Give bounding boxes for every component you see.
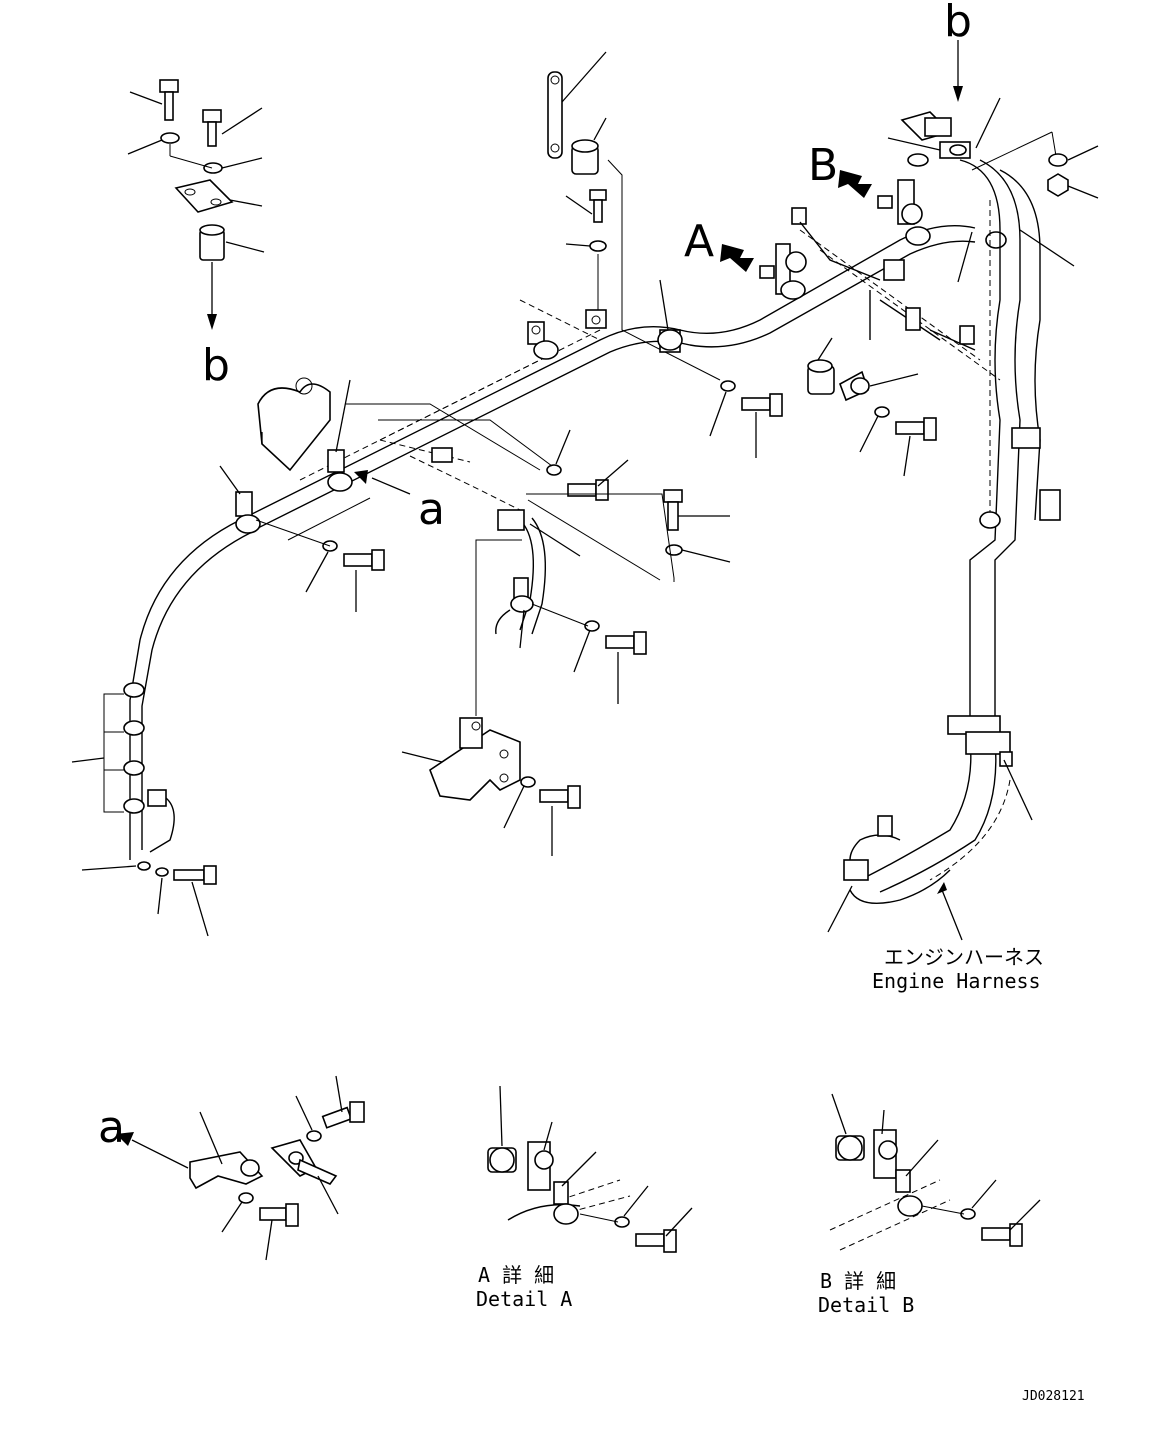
label-a-mid: a [418,484,445,535]
bracket-group-top-left [127,79,265,330]
right-harness [827,159,1061,941]
main-harness-upper [239,179,1001,533]
drawing-code: JD028121 [1022,1389,1085,1404]
detail-b-jp: B 詳 細 [820,1269,896,1293]
engine-harness-jp: エンジンハーネス [884,945,1044,969]
label-a-bottom: a [98,1102,125,1153]
label-A: A [684,216,714,267]
detail-a-en: Detail A [476,1287,572,1311]
arrow-a-marker [720,244,754,272]
engine-harness-en: Engine Harness [872,969,1041,993]
detail-b-view [829,1093,1041,1251]
parts-top-center [547,51,721,381]
label-B: B [808,140,838,191]
mid-parts [255,337,937,856]
label-b-top: b [944,0,972,47]
arrow-b-marker [838,170,872,198]
detail-b-en: Detail B [818,1293,914,1317]
left-harness [71,377,411,937]
detail-a-jp: A 詳 細 [478,1263,554,1287]
detail-a-view [487,1085,693,1253]
detail-a-lower [116,1075,365,1261]
connector-top-right [887,40,1099,283]
label-b-left: b [202,340,230,391]
